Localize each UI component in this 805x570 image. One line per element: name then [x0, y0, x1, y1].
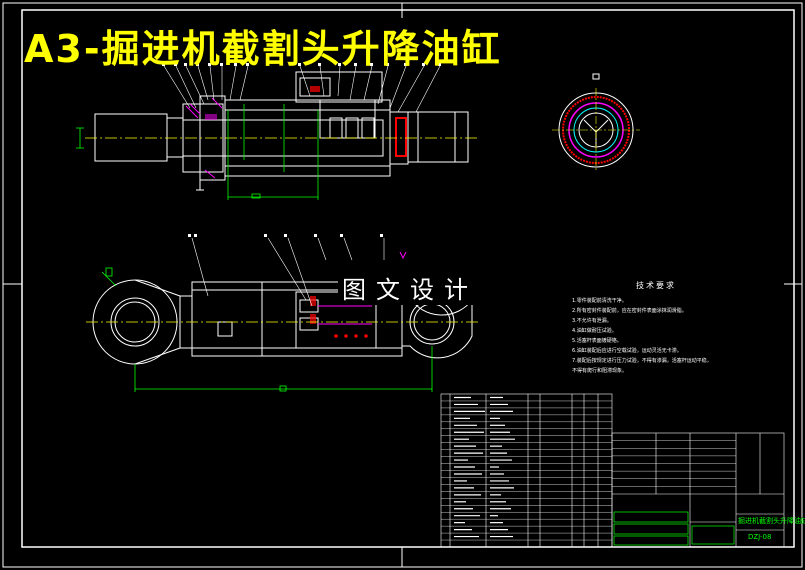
parts-list-rows	[441, 396, 612, 541]
bottom-dimensions	[101, 267, 433, 392]
watermark-label: 图文设计	[338, 270, 482, 305]
title-block-name: 掘进机截割头升降油缸	[738, 517, 805, 525]
tech-note: 1.零件装配前清洗干净。	[572, 298, 627, 304]
tech-requirements-title: 技术要求	[636, 281, 676, 290]
tech-note: 4.油缸做耐压试验。	[572, 328, 617, 334]
inner-frame	[21, 9, 795, 548]
tech-note: 2.所有密封件装配前，应在密封件表面涂抹润滑脂。	[572, 308, 687, 314]
drawing-title: A3-掘进机截割头升降油缸	[24, 27, 502, 71]
title-block-rows	[612, 440, 736, 487]
section-arrow	[399, 251, 407, 260]
tech-requirements-notes: 1.零件装配前清洗干净。 2.所有密封件装配前，应在密封件表面涂抹润滑脂。 3.…	[572, 296, 752, 376]
tech-note: 5.活塞杆表面镀硬铬。	[572, 338, 622, 344]
top-dimensions	[76, 104, 319, 200]
bottom-details	[310, 296, 372, 338]
bottom-leaders	[191, 237, 385, 307]
top-leaders	[163, 65, 441, 113]
tech-note: 3.不允许有泄漏。	[572, 318, 612, 324]
tech-note: 6.油缸装配后应进行空载试验，运动灵活无卡滞。	[572, 348, 682, 354]
title-block-code: DZJ-08	[748, 533, 772, 541]
tech-note: 7.装配后按规定进行压力试验，不得有渗漏，活塞杆运动平稳，	[572, 358, 712, 364]
title-block	[611, 432, 785, 548]
end-view	[552, 73, 640, 172]
bottom-balloons	[188, 234, 383, 237]
tech-note: 不得有爬行和阻滞现象。	[572, 368, 628, 374]
top-section-view	[94, 71, 469, 191]
top-section-hatching	[185, 86, 407, 179]
centering-marks	[3, 3, 802, 567]
top-balloons	[162, 63, 441, 66]
title-block-green	[613, 511, 735, 546]
